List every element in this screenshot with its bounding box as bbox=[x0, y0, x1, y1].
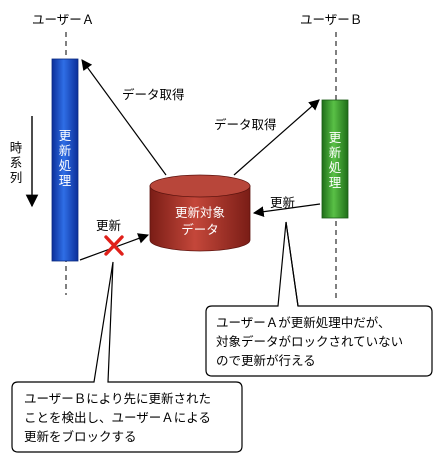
callout-a-line-1: ユーザーＢにより先に更新された bbox=[24, 391, 211, 406]
callout-b-line-1: ユーザーＡが更新処理中だが、 bbox=[216, 315, 391, 330]
arrow-a-fetch bbox=[81, 59, 167, 176]
callout-b-pointer-shadow bbox=[285, 221, 299, 307]
database-cylinder bbox=[149, 174, 251, 252]
callout-a-line-2: ことを検出し、ユーザーＡによる bbox=[24, 410, 211, 425]
callout-a-line-3: 更新をブロックする bbox=[24, 429, 137, 444]
user-a-process-box bbox=[51, 58, 79, 262]
user-a-label: ユーザーＡ bbox=[32, 12, 94, 27]
time-axis-char-1: 時 bbox=[10, 140, 23, 155]
arrow-b-fetch bbox=[233, 99, 320, 176]
arrow-a-fetch-label: データ取得 bbox=[122, 87, 185, 102]
user-a-process-char-3: 処 bbox=[59, 158, 72, 173]
time-axis-char-2: 系 bbox=[10, 155, 23, 170]
user-b-process-char-1: 更 bbox=[329, 130, 342, 145]
callout-b-line-2: 対象データがロックされていない bbox=[216, 334, 403, 349]
user-b-process-char-2: 新 bbox=[329, 145, 342, 160]
arrow-a-update-label: 更新 bbox=[96, 218, 121, 233]
callout-a bbox=[11, 261, 243, 453]
user-a-process-char-2: 新 bbox=[59, 143, 72, 158]
block-x-icon bbox=[104, 235, 124, 256]
user-b-label: ユーザーＢ bbox=[300, 12, 362, 27]
time-axis-char-3: 列 bbox=[10, 170, 23, 185]
user-b-process-char-4: 理 bbox=[329, 175, 342, 190]
arrow-b-update-label: 更新 bbox=[270, 195, 295, 210]
database-label-line-2: データ bbox=[181, 222, 219, 237]
arrow-b-update bbox=[252, 203, 321, 218]
callout-b bbox=[205, 221, 433, 377]
user-b-process-char-3: 処 bbox=[329, 160, 342, 175]
database-label-line-1: 更新対象 bbox=[175, 205, 225, 220]
user-b-process-box bbox=[321, 99, 349, 219]
callout-b-line-3: ので更新が行える bbox=[216, 353, 316, 368]
user-a-process-char-1: 更 bbox=[59, 128, 72, 143]
user-a-process-char-4: 理 bbox=[59, 173, 72, 188]
arrow-b-fetch-label: データ取得 bbox=[214, 117, 277, 132]
